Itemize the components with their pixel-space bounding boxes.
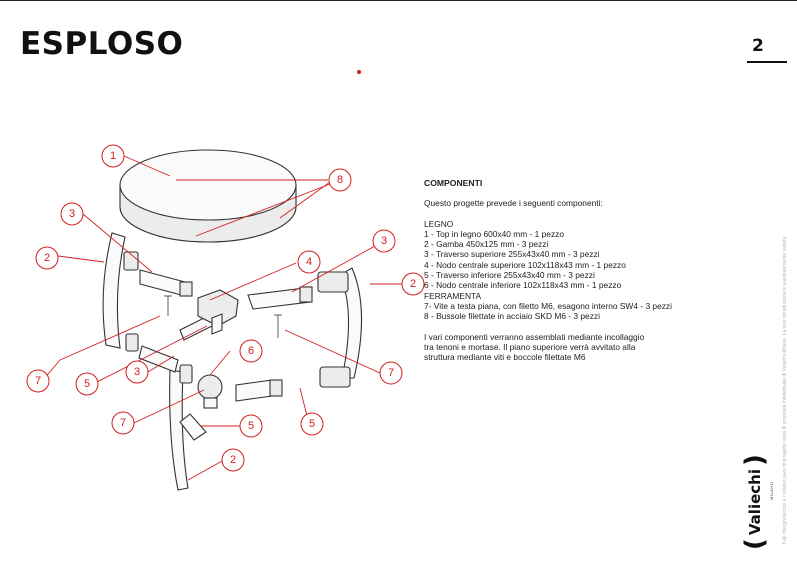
callout-3-middle: 3 [125, 360, 149, 384]
svg-text:5: 5 [84, 378, 90, 390]
callout-1: 1 [101, 144, 125, 168]
section-label-hardware: FERRAMENTA [424, 290, 482, 301]
leader-lines [42, 155, 402, 481]
components-heading: COMPONENTI [424, 178, 483, 188]
logo-word: Valiechi [746, 469, 764, 536]
svg-text:2: 2 [230, 454, 236, 466]
callout-2-right: 2 [401, 272, 425, 296]
component-item: 6 - Nodo centrale inferiore 102x118x43 m… [424, 280, 622, 291]
component-item: 5 - Traverso inferiore 255x43x40 mm - 3 … [424, 270, 595, 281]
svg-text:5: 5 [309, 418, 315, 430]
page-number-underline [747, 61, 787, 63]
component-item: 8 - Bussole filettate in acciaio SKD M6 … [424, 311, 600, 322]
callout-3-top-right: 3 [372, 229, 396, 253]
page-title: ESPLOSO [20, 26, 184, 62]
top-rule [0, 0, 797, 1]
leg-front [169, 364, 193, 491]
logo-paren-left: ( [740, 538, 770, 550]
callout-6: 6 [239, 339, 263, 363]
svg-text:3: 3 [69, 208, 75, 220]
svg-text:3: 3 [381, 235, 387, 247]
svg-text:8: 8 [337, 174, 343, 186]
lower-node [197, 374, 223, 409]
callout-4: 4 [297, 250, 321, 274]
brand-logo: ( Valiechi ) MILANO [740, 454, 774, 550]
components-intro: Questo progette prevede i seguenti compo… [424, 198, 603, 209]
callout-7-bottom: 7 [111, 411, 135, 435]
callout-5-left: 5 [75, 372, 99, 396]
callout-3-top-left: 3 [60, 202, 84, 226]
page-number: 2 [752, 36, 764, 56]
callout-7-right: 7 [379, 361, 403, 385]
component-item: 3 - Traverso superiore 255x43x40 mm - 3 … [424, 249, 600, 260]
svg-text:7: 7 [35, 375, 41, 387]
upper-node [197, 289, 239, 335]
screws [164, 295, 282, 338]
assembly-note-line: tra tenoni e mortase. Il piano superiore… [424, 341, 636, 352]
callout-5-bottom: 5 [239, 414, 263, 438]
component-item: 1 - Top in legno 600x40 mm - 1 pezzo [424, 228, 564, 239]
callout-8: 8 [328, 168, 352, 192]
callout-7-left: 7 [26, 369, 50, 393]
callout-2-left: 2 [35, 246, 59, 270]
copyright-side-note: Tutti disegni tecnici e i relativi piani… [782, 235, 788, 545]
svg-text:5: 5 [248, 420, 254, 432]
red-dot-mark [357, 70, 361, 74]
assembly-note-line: I vari componenti verranno assemblati me… [424, 331, 645, 342]
assembly-note-line: struttura mediante viti e boccole filett… [424, 352, 586, 363]
logo-paren-right: ) [740, 454, 770, 467]
svg-text:7: 7 [388, 367, 394, 379]
svg-text:3: 3 [134, 366, 140, 378]
svg-text:6: 6 [248, 345, 254, 357]
callout-2-bottom: 2 [221, 448, 245, 472]
assembly-note: I vari componenti verranno assemblati me… [424, 332, 724, 363]
component-item: 4 - Nodo centrale superiore 102x118x43 m… [424, 259, 626, 270]
components-panel: COMPONENTI Questo progette prevede i seg… [424, 178, 764, 362]
lower-rails [138, 345, 283, 441]
leg-left [102, 232, 139, 352]
logo-sub: MILANO [769, 481, 774, 500]
svg-text:7: 7 [120, 417, 126, 429]
svg-text:1: 1 [110, 150, 116, 162]
svg-text:2: 2 [410, 278, 416, 290]
component-item: 2 - Gamba 450x125 mm - 3 pezzi [424, 239, 549, 250]
section-label-wood: LEGNO [424, 218, 454, 229]
component-item: 7- Vite a testa piana, con filetto M6, e… [424, 300, 672, 311]
leg-right [317, 267, 363, 388]
callout-5-right: 5 [300, 412, 324, 436]
top-disc [119, 149, 297, 243]
svg-text:4: 4 [306, 256, 312, 268]
svg-text:2: 2 [44, 252, 50, 264]
